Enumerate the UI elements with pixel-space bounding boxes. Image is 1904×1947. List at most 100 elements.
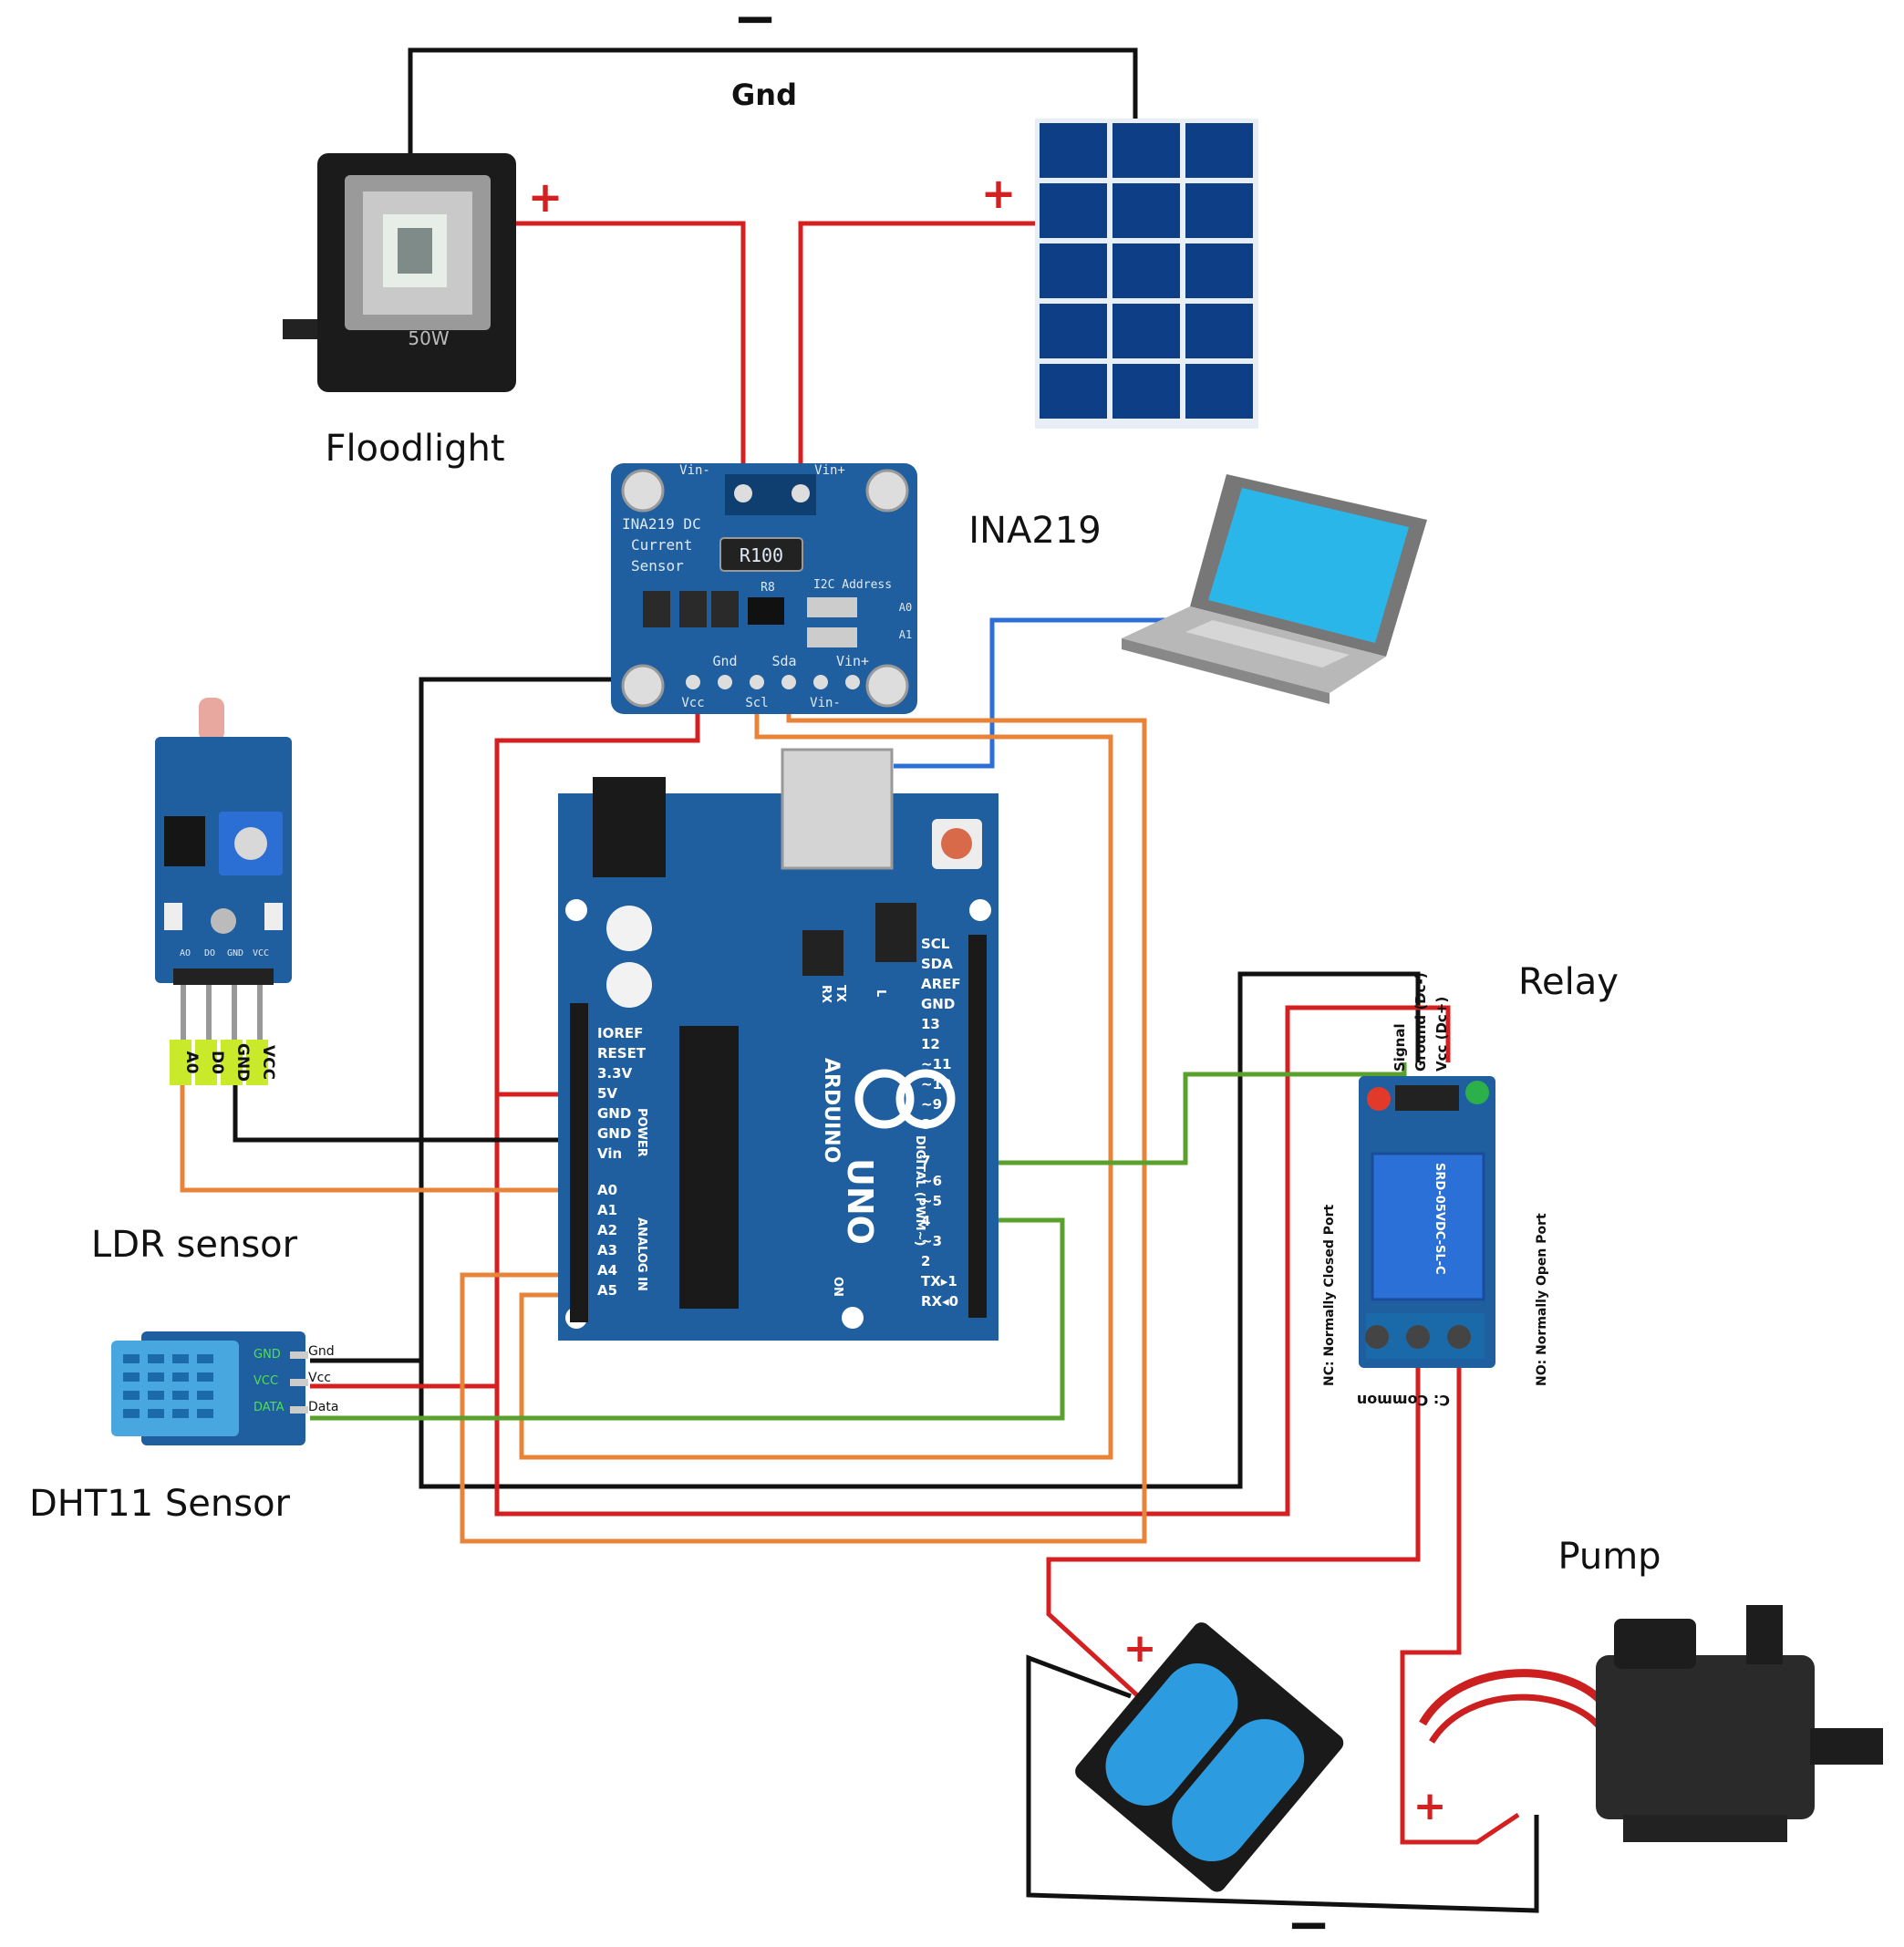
arduino-digital-pin-label: SCL	[921, 936, 950, 952]
arduino-analog-pin-label: A2	[597, 1222, 617, 1238]
solar-cell	[1040, 243, 1107, 298]
wire-orange-scl	[519, 702, 1113, 1460]
arduino-digital-pin-label: ~10	[921, 1076, 951, 1093]
plus-battery: +	[1123, 1625, 1157, 1672]
plus-pump: +	[1413, 1783, 1447, 1829]
relay-label: Relay	[1518, 961, 1619, 1003]
dht-board-pin-data: DATA	[254, 1401, 285, 1414]
dht-pin-vcc: Vcc	[308, 1371, 331, 1385]
arduino-power-pin-label: Vin	[597, 1145, 622, 1162]
wire-red-main	[494, 702, 1451, 1517]
arduino-digital-pin-label: ~5	[921, 1193, 942, 1209]
solar-cell	[1185, 243, 1253, 298]
wire-solar-plus	[798, 221, 1040, 492]
arduino-power-pin-label: 5V	[597, 1085, 617, 1102]
ina-title-3: Sensor	[631, 557, 684, 575]
wire-gnd-top	[408, 47, 1138, 155]
arduino-power-pin-label: IOREF	[597, 1025, 643, 1041]
solar-cell	[1040, 123, 1107, 178]
wire-black-bottom	[1026, 1654, 1539, 1913]
ina219-label: INA219	[968, 510, 1101, 552]
wire-usb	[894, 617, 1185, 769]
ina-a1: A1	[899, 628, 912, 641]
relay-common: C: Common	[1357, 1392, 1450, 1409]
ina-r-label: R8	[761, 581, 775, 595]
wire-green-dht	[310, 1217, 1065, 1421]
laptop-image	[1122, 474, 1427, 704]
solar-cell	[1112, 304, 1180, 358]
arduino-power-pin-label: GND	[597, 1125, 631, 1142]
wire-relay-battery	[1046, 1345, 1421, 1716]
arduino-analog-pin-label: A0	[597, 1182, 617, 1198]
arduino-digital-pin-label: 2	[921, 1253, 930, 1269]
relay-module: SRD-05VDC-SL-C Signal Ground (Dc-) Vcc (…	[1322, 972, 1549, 1409]
minus-top: −	[733, 0, 778, 49]
arduino-analog-pin-label: A3	[597, 1242, 617, 1258]
solar-cell	[1112, 364, 1180, 419]
ina-sda: Sda	[771, 653, 796, 669]
plus-solar: +	[981, 169, 1017, 218]
dht-board-pin-vcc: VCC	[254, 1374, 278, 1388]
arduino-digital-pin-label: 12	[921, 1036, 940, 1052]
arduino-digital-pin-label: 8	[921, 1116, 930, 1133]
solar-cell	[1185, 364, 1253, 419]
ina-a0: A0	[899, 601, 912, 614]
wire-black-main	[419, 677, 1421, 1489]
pump-label: Pump	[1557, 1536, 1661, 1578]
ldr-board-pin-vcc: VCC	[253, 948, 269, 958]
plus-floodlight: +	[528, 172, 564, 222]
relay-part-number: SRD-05VDC-SL-C	[1433, 1163, 1446, 1275]
solar-cell	[1112, 183, 1180, 238]
ldr-pin-vcc: VCC	[259, 1045, 277, 1080]
solar-cell	[1185, 123, 1253, 178]
solar-cell	[1112, 123, 1180, 178]
arduino-l-led: L	[874, 989, 887, 997]
solar-cell	[1185, 183, 1253, 238]
arduino-digital-pin-label: 7	[921, 1153, 930, 1169]
relay-pin-vcc: Vcc (Dc+)	[1433, 997, 1450, 1072]
arduino-model: UNO	[840, 1158, 880, 1245]
arduino-digital-pin-label: ~11	[921, 1056, 951, 1072]
arduino-digital-pin-label: RX◂0	[921, 1293, 958, 1310]
solar-cell	[1040, 304, 1107, 358]
battery-holder-image	[1075, 1622, 1344, 1892]
arduino-uno-board: ARDUINO UNO POWER ANALOG IN DIGITAL (PWM…	[558, 748, 999, 1341]
arduino-analog-pin-label: A1	[597, 1202, 617, 1218]
arduino-digital-pin-label: TX▸1	[921, 1273, 957, 1289]
arduino-brand: ARDUINO	[820, 1058, 843, 1163]
dht-pin-gnd: Gnd	[308, 1344, 335, 1359]
relay-nc-port: NC: Normally Closed Port	[1322, 1204, 1337, 1386]
wire-orange-sda	[460, 702, 1147, 1544]
solar-cell	[1185, 304, 1253, 358]
solar-cell	[1040, 364, 1107, 419]
floodlight-image: 50W	[283, 153, 516, 392]
ina-vin-plus-top: Vin+	[814, 463, 845, 478]
wire-black-ldr	[233, 1085, 579, 1143]
arduino-analog-pin-label: A4	[597, 1262, 617, 1279]
arduino-power-label: POWER	[635, 1108, 648, 1157]
solar-cell	[1040, 183, 1107, 238]
ina-title-1: INA219 DC	[622, 515, 701, 533]
ldr-board-pin-ao: AO	[180, 948, 191, 958]
arduino-digital-pin-label: 13	[921, 1016, 940, 1032]
arduino-digital-pin-label: SDA	[921, 956, 953, 972]
ldr-pin-gnd: GND	[233, 1043, 252, 1082]
arduino-analog-label: ANALOG IN	[635, 1217, 648, 1291]
ldr-board-pin-gnd: GND	[227, 948, 243, 958]
ina-scl: Scl	[745, 696, 768, 710]
arduino-digital-label: DIGITAL (PWM~)	[913, 1135, 926, 1246]
wire-green-relay	[985, 1062, 1407, 1165]
wire-orange-ldr	[180, 1085, 581, 1193]
ina-gnd: Gnd	[712, 653, 737, 669]
arduino-digital-pin-label: GND	[921, 996, 955, 1012]
solar-panel-image	[1035, 119, 1258, 429]
relay-no-port: NO: Normally Open Port	[1535, 1213, 1549, 1386]
ldr-sensor-board: AO DO GND VCC A0 D0 GND VCC	[155, 698, 292, 1085]
arduino-power-pin-label: RESET	[597, 1045, 647, 1062]
arduino-digital-pin-label: 4	[921, 1213, 930, 1229]
ldr-pin-a0: A0	[182, 1051, 201, 1074]
arduino-power-pin-label: 3.3V	[597, 1065, 633, 1082]
pump-image	[1419, 1605, 1883, 1842]
ina-title-2: Current	[631, 536, 692, 554]
